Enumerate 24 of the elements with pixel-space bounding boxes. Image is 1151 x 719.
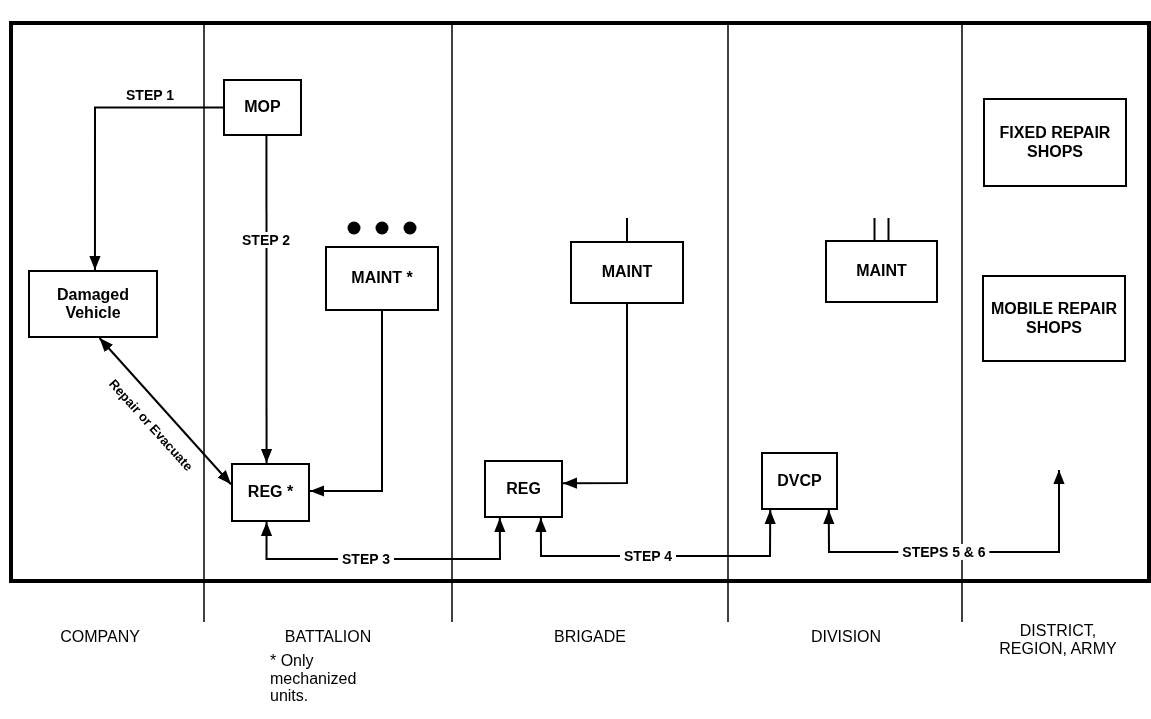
unit-box: Damaged Vehicle <box>28 270 158 338</box>
column-label: BRIGADE <box>553 628 627 646</box>
unit-box: MAINT * <box>325 246 439 311</box>
unit-box: REG * <box>231 463 310 522</box>
unit-box: DVCP <box>761 452 838 510</box>
column-label: COMPANY <box>59 628 141 646</box>
unit-box: MAINT <box>570 241 684 304</box>
unit-box: REG <box>484 460 563 518</box>
unit-box: MOP <box>223 79 302 136</box>
column-label: BATTALION <box>283 628 373 646</box>
unit-box: MOBILE REPAIR SHOPS <box>982 275 1126 362</box>
edge-label: STEP 4 <box>620 548 676 564</box>
arrow <box>89 106 224 271</box>
unit-box: MAINT <box>825 240 938 303</box>
column-label: DIVISION <box>809 628 883 646</box>
unit-box: FIXED REPAIR SHOPS <box>983 98 1127 187</box>
footnote: * Only mechanized units. <box>270 652 358 705</box>
edge-label: STEP 3 <box>338 551 394 567</box>
edge-label: STEPS 5 & 6 <box>898 544 990 560</box>
column-label: DISTRICT, REGION, ARMY <box>998 622 1118 658</box>
arrow <box>562 303 628 489</box>
arrow <box>260 135 273 464</box>
arrow <box>309 310 383 497</box>
arrow <box>98 337 232 486</box>
